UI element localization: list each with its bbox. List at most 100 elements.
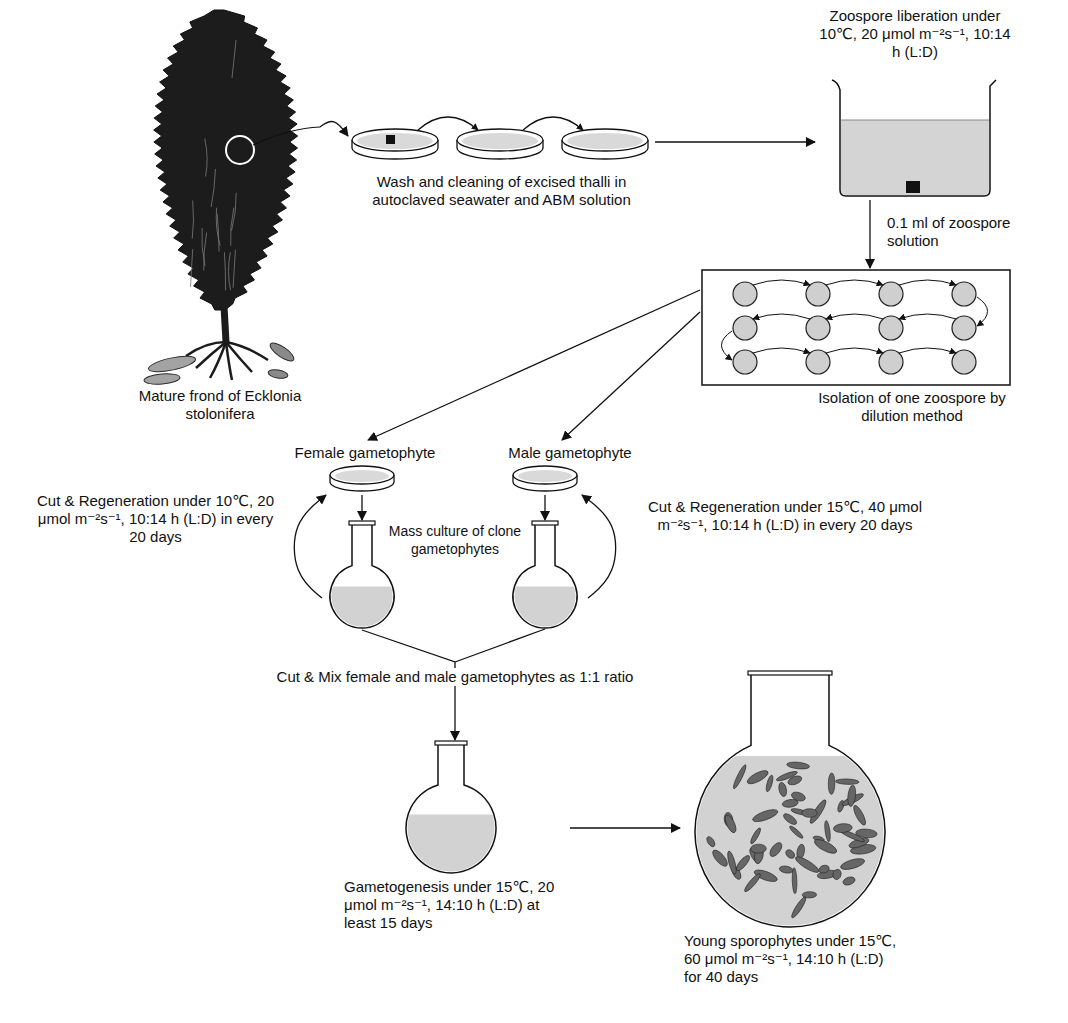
process-arrow <box>544 495 545 520</box>
young-sporophyte <box>743 872 762 893</box>
frond-texture <box>205 139 207 177</box>
dilution-arrow <box>722 331 733 360</box>
transfer-arrow <box>523 117 583 130</box>
well <box>806 350 830 374</box>
dilution-arrow <box>826 280 883 285</box>
gametogenesis-illustration <box>406 741 496 873</box>
holdfast-root <box>226 342 268 360</box>
dish-medium <box>518 470 572 482</box>
process-arrow <box>368 290 700 440</box>
dilution-arrow <box>753 280 810 285</box>
stolon-blade <box>144 372 181 385</box>
frond-texture <box>191 249 193 287</box>
young-sporophyte <box>749 827 762 845</box>
young-sporophyte <box>790 895 808 919</box>
beaker-step: Zoospore liberation under 10℃, 20 μmol m… <box>815 5 1015 200</box>
dish-rim <box>457 129 543 151</box>
frond-texture <box>211 169 215 207</box>
stolon-blade <box>268 340 297 364</box>
step-caption: Mass culture of clone gametophytes <box>387 522 523 558</box>
young-sporophyte <box>732 764 748 790</box>
frond-texture <box>224 252 225 290</box>
young-sporophyte <box>786 761 809 770</box>
flask-outline <box>695 674 885 927</box>
young-sporophyte <box>802 809 818 818</box>
dilution-arrow <box>826 348 883 353</box>
holdfast-root <box>210 342 226 378</box>
sporophyte-step: Young sporophytes under 15℃, 60 μmol m⁻²… <box>680 670 905 989</box>
step-caption: Female gametophyte <box>290 444 440 462</box>
young-sporophyte <box>768 841 785 859</box>
young-sporophyte <box>852 804 868 827</box>
gametophyte-dishes-illustration <box>330 466 577 491</box>
dilution-arrow <box>899 280 956 285</box>
dilution-arrow <box>977 297 988 326</box>
young-sporophyte <box>765 775 774 793</box>
young-sporophyte <box>828 773 835 795</box>
young-sporophyte <box>779 865 794 874</box>
petri-dish <box>457 129 543 159</box>
well <box>952 350 976 374</box>
flask-outline <box>330 524 394 628</box>
well <box>952 316 976 340</box>
petri-dish <box>352 129 438 159</box>
gametogenesis-step: Gametogenesis under 15℃, 20 μmol m⁻²s⁻¹,… <box>340 740 570 935</box>
well <box>733 316 757 340</box>
dish-rim <box>513 466 577 484</box>
young-sporophyte <box>778 782 788 798</box>
merge-line <box>455 629 545 662</box>
young-sporophyte <box>824 820 832 842</box>
flask-rim <box>435 741 467 745</box>
process-arrow <box>320 121 348 136</box>
dilution-arrow <box>753 348 810 353</box>
young-sporophyte <box>839 856 865 871</box>
young-sporophyte <box>832 868 843 880</box>
beaker-outline <box>832 80 996 196</box>
flask-outline <box>513 524 577 628</box>
male-flask <box>513 521 577 628</box>
thallus-piece <box>386 135 395 144</box>
flask-rim <box>532 521 558 525</box>
frond-texture <box>192 201 193 239</box>
thallus-piece <box>906 181 920 193</box>
plate-outline <box>702 270 1010 385</box>
female-dish <box>330 466 394 491</box>
condition-label: Cut & Regeneration under 15℃, 40 μmol m⁻… <box>640 498 930 534</box>
frond-blade <box>154 10 298 310</box>
flask-rim <box>349 521 375 525</box>
process-arrow <box>294 495 326 598</box>
wash-step: Wash and cleaning of excised thalli in a… <box>348 95 655 212</box>
flask-ground <box>330 524 394 628</box>
frond-texture <box>204 233 207 271</box>
flask-medium <box>408 815 495 872</box>
frond-stipe <box>224 306 226 342</box>
process-arrow <box>582 495 616 598</box>
process-arrow <box>655 141 815 142</box>
dilution-arrow <box>753 314 810 319</box>
holdfast-root <box>186 342 226 356</box>
step-caption: Mature frond of Ecklonia stolonifera <box>120 387 320 423</box>
plate-step: Isolation of one zoospore by dilution me… <box>700 268 1012 428</box>
condition-label: Cut & Mix female and male gametophytes a… <box>255 668 655 686</box>
wash-dishes-illustration <box>352 117 648 159</box>
young-sporophyte <box>723 814 738 835</box>
liquid-surface <box>841 120 989 121</box>
young-sporophyte <box>835 779 859 785</box>
process-arrow <box>562 312 700 440</box>
male-dish <box>513 466 577 491</box>
young-sporophyte <box>784 848 796 860</box>
young-sporophyte <box>745 768 769 786</box>
frond-texture <box>229 252 231 290</box>
sporophyte-illustration <box>695 671 885 927</box>
step-caption: Isolation of one zoospore by dilution me… <box>812 389 1012 425</box>
flask-ground <box>406 744 496 873</box>
dish-medium <box>357 133 433 149</box>
well <box>952 282 976 306</box>
young-sporophyte <box>787 774 803 786</box>
young-sporophyte <box>782 798 799 808</box>
flask-ground <box>513 524 577 628</box>
dish-rim <box>562 129 648 151</box>
well <box>879 350 903 374</box>
sporophyte-flask <box>695 671 885 927</box>
